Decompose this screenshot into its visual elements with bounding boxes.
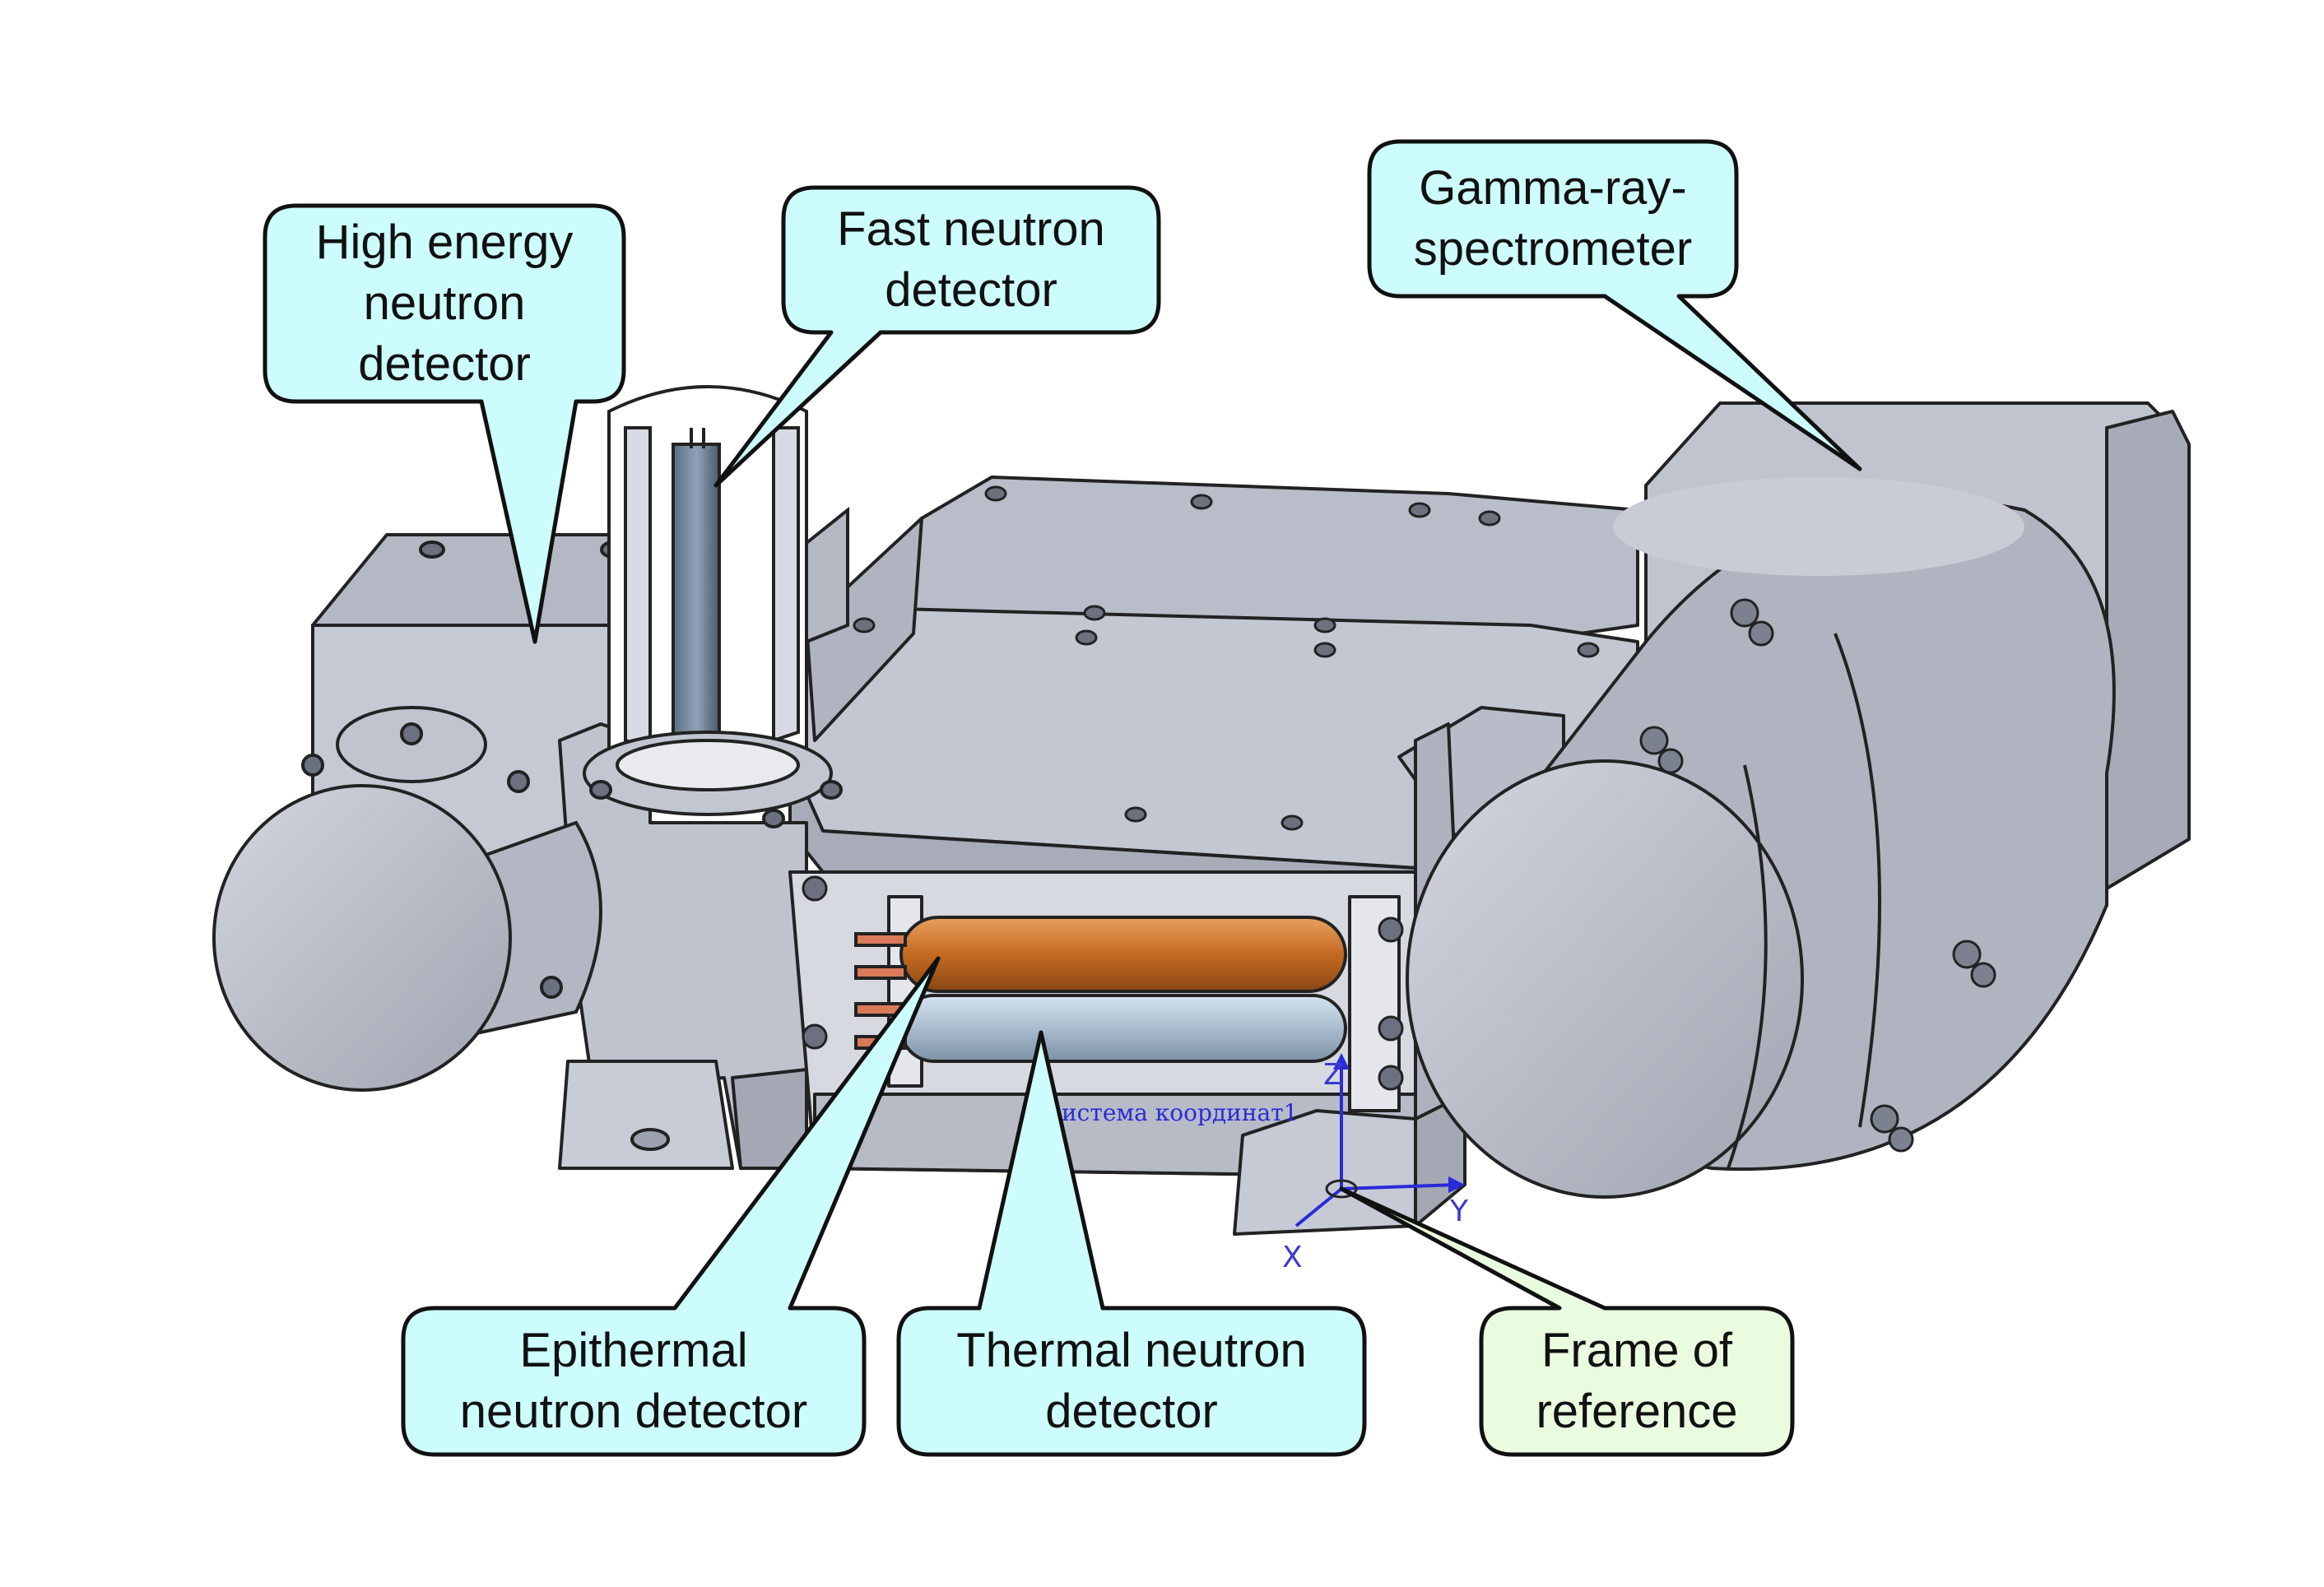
callout-gamma — [1367, 139, 1862, 471]
cavity-bolts — [802, 875, 1404, 1091]
axis-x-label: X — [1282, 1241, 1303, 1274]
thermal-detector-tube — [854, 994, 1347, 1063]
gamma-ray-spectrometer-body — [1406, 401, 2191, 1199]
gamma-clamps — [1639, 598, 1996, 1153]
axis-z-label: Z — [1323, 1058, 1344, 1092]
callout-frame — [1339, 1186, 1795, 1457]
coordinate-system-label: истема координат1 — [1062, 1099, 1298, 1126]
callout-epithermal-text: Epithermal neutron detector — [459, 1324, 808, 1438]
callout-thermal — [896, 1030, 1367, 1457]
callout-thermal-text: Thermal neutron detector — [956, 1324, 1307, 1438]
callout-frame-text: Frame of reference — [1536, 1324, 1738, 1438]
epithermal-detector-tube — [854, 916, 1347, 993]
callout-fast — [713, 185, 1161, 488]
callout-fast-text: Fast neutron detector — [837, 202, 1105, 317]
coordinate-frame: Z Y X истема координат1 — [1062, 1053, 1469, 1274]
left-cylinder — [212, 706, 602, 1092]
fast-neutron-detector-tube — [583, 385, 849, 828]
callout-epithermal — [401, 956, 941, 1457]
callout-high-energy-text: High energy neutron detector — [315, 216, 574, 391]
callout-gamma-text: Gamma-ray- spectrometer — [1413, 161, 1693, 276]
top-plate-bolts — [853, 485, 1600, 831]
callout-high-energy — [263, 203, 626, 644]
axis-y-label: Y — [1449, 1195, 1469, 1228]
